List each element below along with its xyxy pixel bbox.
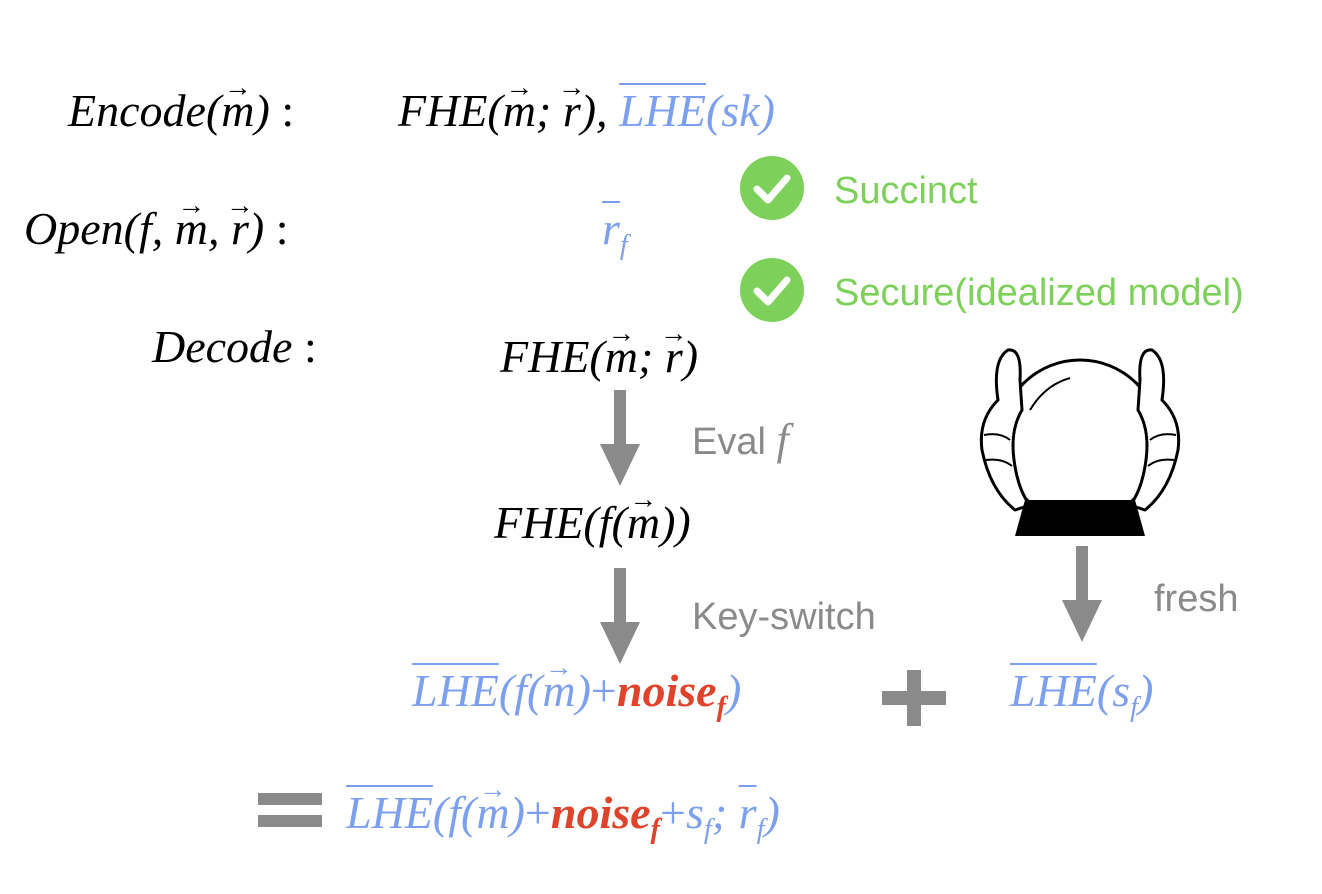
final-result: LHE(f(m)+noisef+sf; rf) [346,789,780,844]
lhe-fresh: LHE(sf) [1010,665,1154,723]
arrow-down-icon [600,390,640,486]
fresh-step-label: fresh [1154,578,1239,620]
decode-fhe: FHE(m; r) [500,334,698,380]
encode-output: FHE(m; r), LHE(sk) [398,88,775,134]
decode-label: Decode : [152,321,317,372]
arrow-down-icon [600,568,640,664]
secure-label: Secure(idealized model) [834,272,1244,314]
lhe-keyswitched: LHE(f(m)+noisef) [412,667,741,722]
check-icon [740,156,804,220]
crystal-ball-icon [979,348,1181,536]
encode-label: Encode(m) : [68,88,294,134]
open-label: Open(f, m, r) : [24,206,289,252]
check-icon [740,258,804,322]
eval-step-label: Eval f [692,415,789,464]
arrow-down-icon [1062,546,1102,642]
keyswitch-step-label: Key-switch [692,596,876,638]
succinct-label: Succinct [834,170,978,212]
fhe-evaluated: FHE(f(m)) [494,500,691,546]
equals-icon [258,793,322,827]
plus-icon [882,670,946,726]
open-output: rf [602,203,628,261]
